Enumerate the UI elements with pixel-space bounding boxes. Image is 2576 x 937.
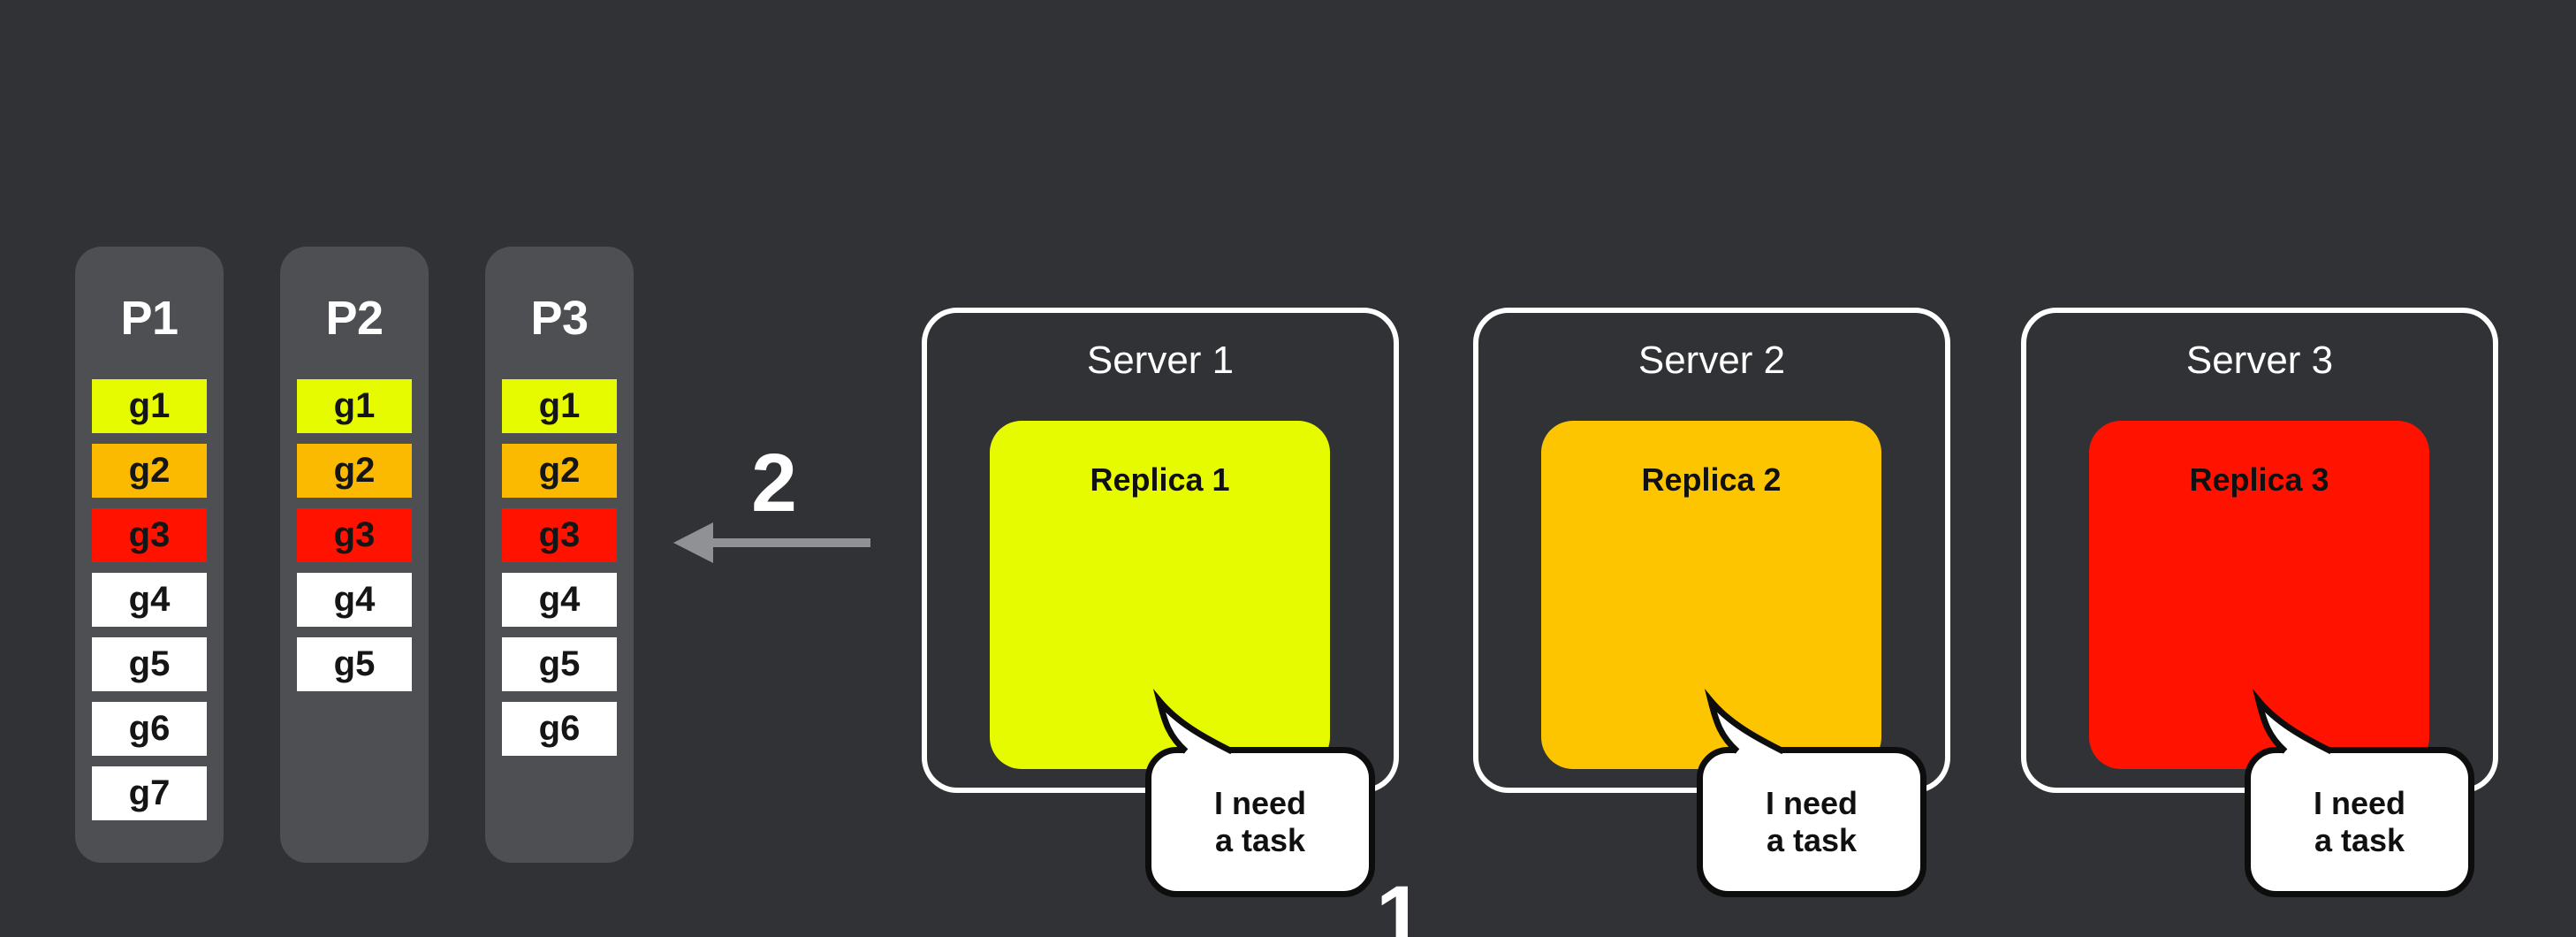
partition-label: P1 [120,292,179,345]
task-label: g6 [538,709,581,748]
task-label: g1 [128,386,171,425]
speech-bubble-shape [2245,689,2474,897]
task-label: g6 [128,709,171,748]
speech-bubble: I need a task [1697,689,1926,897]
speech-bubble: I need a task [2245,689,2474,897]
task-cell: g5 [92,637,207,691]
server-label: Server 3 [2185,339,2334,382]
task-cell: g6 [502,702,617,756]
speech-bubble-shape [1145,689,1375,897]
task-label: g7 [128,773,171,812]
task-label: g4 [128,580,171,619]
task-label: g3 [538,515,581,554]
task-label: g5 [128,644,171,683]
server-box: Server 1 Replica 1 I need a task [922,308,1399,897]
task-cell: g1 [92,379,207,433]
task-cell: g6 [92,702,207,756]
task-label: g2 [538,451,581,490]
server-label: Server 1 [1086,339,1235,382]
speech-bubble-text: I need a task [1697,747,1926,897]
task-cell: g7 [92,766,207,820]
task-label: g1 [538,386,581,425]
task-label: g4 [333,580,376,619]
task-label: g3 [128,515,171,554]
task-cell: g5 [502,637,617,691]
partition-label: P3 [530,292,589,345]
speech-line-1: I need [1213,784,1307,821]
task-cell: g2 [297,444,412,498]
task-cell: g3 [297,508,412,562]
speech-line-2: a task [2314,822,2405,858]
task-cell: g3 [502,508,617,562]
task-label: g3 [333,515,376,554]
replica-label: Replica 2 [1641,461,1782,498]
partition-column: P3 g1 g2 g3 g4 g5 g6 [485,247,634,863]
task-cell: g3 [92,508,207,562]
task-cell: g5 [297,637,412,691]
server-box: Server 3 Replica 3 I need a task [2021,308,2498,897]
task-label: g4 [538,580,581,619]
speech-bubble-shape [1697,689,1926,897]
speech-line-2: a task [1214,822,1306,858]
task-cell: g4 [92,573,207,627]
replica-label: Replica 1 [1090,461,1230,498]
server-box: Server 2 Replica 2 I need a task [1473,308,1950,897]
task-cell: g2 [502,444,617,498]
task-cell: g4 [502,573,617,627]
step-2-label: 2 [751,437,797,529]
task-cell: g1 [502,379,617,433]
task-cell: g1 [297,379,412,433]
task-label: g1 [333,386,376,425]
server-label: Server 2 [1638,339,1786,382]
task-label: g5 [333,644,376,683]
speech-line-1: I need [2313,784,2406,821]
partition-column: P2 g1 g2 g3 g4 g5 [280,247,429,863]
left-arrow-icon [673,522,870,563]
task-cell: g4 [297,573,412,627]
replica-label: Replica 3 [2189,461,2329,498]
task-label: g5 [538,644,581,683]
task-label: g2 [128,451,171,490]
speech-line-2: a task [1766,822,1858,858]
task-label: g2 [333,451,376,490]
step-1-label: 1 [1376,868,1424,937]
task-cell: g2 [92,444,207,498]
speech-bubble-text: I need a task [2245,747,2474,897]
partition-label: P2 [325,292,384,345]
speech-line-1: I need [1765,784,1858,821]
speech-bubble: I need a task [1145,689,1375,897]
speech-bubble-text: I need a task [1145,747,1375,897]
partition-column: P1 g1 g2 g3 g4 g5 g6 g7 [75,247,224,863]
